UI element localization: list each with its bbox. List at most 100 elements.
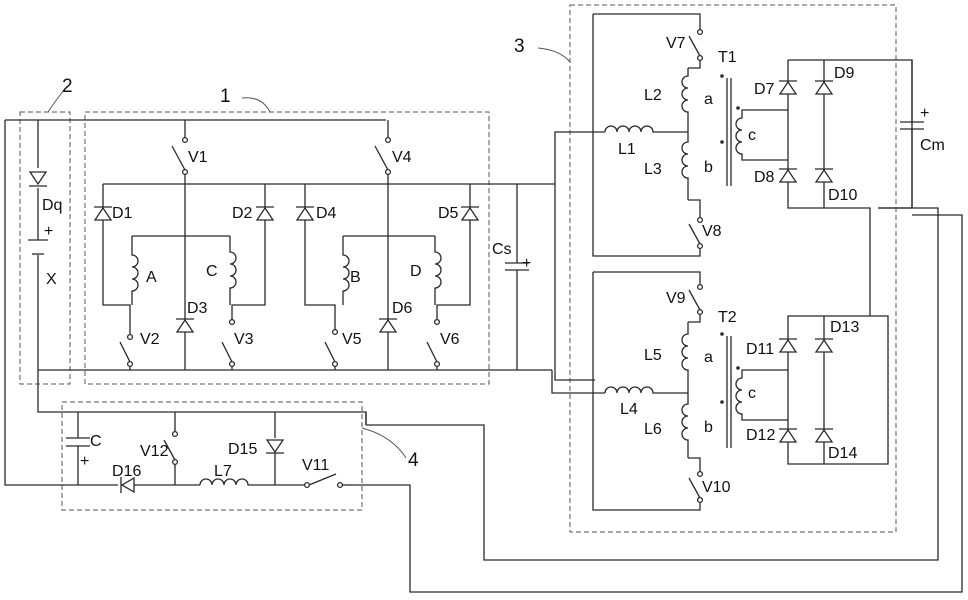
diode-d7-symbol (780, 82, 796, 94)
winding-l2-coil (682, 68, 688, 132)
winding-l5-coil (682, 322, 688, 393)
outer-wires (5, 120, 962, 592)
transformer-t2-label: T2 (718, 309, 737, 326)
link-to-block-3-bottom (552, 370, 605, 393)
diode-d6-symbol (380, 320, 396, 332)
diode-d12-label: D12 (746, 427, 775, 444)
source-x-label: X (46, 271, 57, 288)
link-to-block-3-top (555, 132, 605, 184)
switch-v10 (689, 478, 700, 498)
transformer-t1-label: T1 (718, 49, 737, 66)
diode-d10-label: D10 (828, 187, 857, 204)
switch-v7-label: V7 (666, 35, 686, 52)
block-3-number: 3 (514, 36, 525, 57)
diode-d4-symbol (297, 208, 313, 220)
diode-d10-symbol (816, 170, 832, 182)
block-4-number: 4 (408, 450, 419, 471)
capacitor-cm-label: Cm (920, 137, 945, 154)
inductor-l4-coil (605, 387, 688, 393)
t1-secondary-coil (736, 110, 788, 160)
inductor-l1-coil (605, 126, 688, 132)
winding-c-label: C (206, 263, 218, 280)
capacitor-cs-plus: + (522, 255, 531, 272)
winding-d-label: D (410, 263, 422, 280)
winding-l3-coil (682, 132, 688, 200)
block-4: C + D16 V12 L7 D15 V11 (62, 412, 352, 493)
switch-v10-label: V10 (702, 479, 731, 496)
switch-v4-label: V4 (392, 149, 412, 166)
switch-v9 (689, 290, 700, 310)
diode-d14-symbol (816, 430, 832, 442)
block-3: V7 L1 L2 L3 T1 a b c V8 D7 (593, 14, 945, 510)
capacitor-cs-label: Cs (492, 241, 512, 258)
t2-secondary-coil (736, 370, 788, 420)
diode-d13-symbol (816, 340, 832, 352)
diode-d11-label: D11 (746, 341, 774, 358)
winding-l5-label: L5 (644, 347, 662, 364)
winding-a-coil (132, 236, 138, 305)
capacitor-cm-plus: + (920, 105, 929, 122)
switch-v5 (325, 342, 335, 362)
switch-v6 (427, 342, 437, 362)
diode-d15-symbol (267, 440, 283, 452)
switch-v1 (172, 146, 185, 170)
source-x-plus: + (44, 223, 53, 240)
switch-v5-label: V5 (342, 331, 362, 348)
t2-winding-b-label: b (704, 419, 713, 436)
switch-v7 (689, 36, 700, 56)
switch-v8 (689, 224, 700, 244)
winding-c-coil (230, 236, 236, 305)
block-1: V1 V4 D1 D2 A C D3 (94, 120, 555, 370)
block-1-number: 1 (220, 86, 231, 107)
switch-v11 (309, 474, 336, 485)
block-4-box (62, 402, 362, 510)
switch-v11-label: V11 (302, 457, 329, 474)
winding-l6-coil (682, 393, 688, 458)
t1-winding-a-label: a (704, 91, 713, 108)
diode-d7-label: D7 (754, 81, 775, 98)
switch-v4 (375, 146, 388, 170)
diode-d3-label: D3 (187, 300, 208, 317)
diode-d6-label: D6 (392, 300, 413, 317)
diode-d8-label: D8 (754, 169, 775, 186)
winding-b-coil (343, 236, 349, 305)
block-3-leader (538, 48, 570, 62)
block-4-leader (362, 428, 406, 458)
switch-v9-label: V9 (666, 290, 686, 307)
winding-d-coil (435, 236, 441, 305)
diode-d13-label: D13 (830, 319, 859, 336)
diode-d12-symbol (780, 430, 796, 442)
capacitor-cs: Cs + (492, 184, 531, 370)
diode-d3-symbol (177, 320, 193, 332)
diode-d2-label: D2 (232, 205, 253, 222)
capacitor-c-plus: + (80, 453, 89, 470)
switch-v1-label: V1 (188, 149, 208, 166)
winding-l6-label: L6 (644, 421, 662, 438)
block-1-leader (242, 98, 270, 112)
block-2-box (20, 112, 70, 384)
inductor-l4-label: L4 (620, 401, 638, 418)
switch-v8-label: V8 (702, 223, 722, 240)
switch-v3-label: V3 (234, 331, 254, 348)
t2-winding-a-label: a (704, 349, 713, 366)
switch-v12-label: V12 (140, 443, 169, 460)
winding-l3-label: L3 (644, 161, 662, 178)
diode-d14-label: D14 (828, 445, 857, 462)
diode-d11-symbol (780, 340, 796, 352)
diode-d2-symbol (257, 208, 273, 220)
diode-d16-symbol (122, 478, 134, 492)
switch-v6-label: V6 (440, 331, 460, 348)
winding-b-label: B (350, 269, 361, 286)
diode-d9-label: D9 (834, 65, 855, 82)
inductor-l1-label: L1 (618, 141, 636, 158)
diode-d5-label: D5 (438, 205, 459, 222)
switch-v2 (120, 342, 130, 362)
t1-winding-b-label: b (704, 159, 713, 176)
winding-l2-label: L2 (644, 87, 662, 104)
capacitor-c-label: C (90, 433, 102, 450)
diode-d5-symbol (462, 208, 478, 220)
diode-d1-label: D1 (112, 205, 133, 222)
diode-d16-label: D16 (112, 463, 141, 480)
diode-dq-symbol (30, 172, 46, 184)
